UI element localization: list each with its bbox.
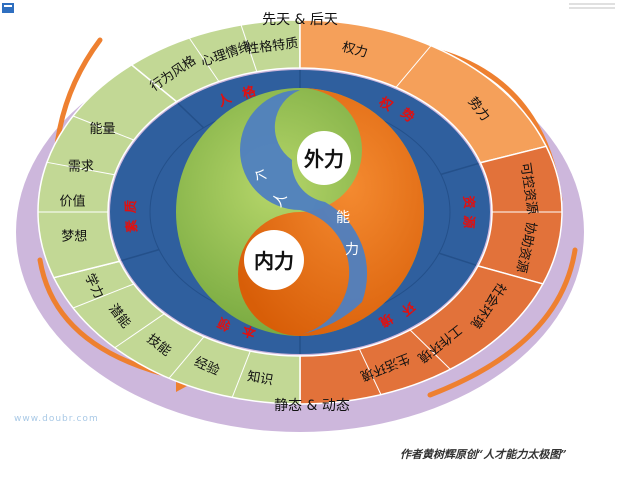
outer-ring-divider — [231, 350, 251, 398]
middle-ring-label-char: 本 — [241, 322, 258, 341]
outer-force-label: 外力 — [304, 147, 344, 171]
middle-ring-label-char: 格 — [241, 83, 259, 102]
outer-ring-divider — [168, 336, 205, 379]
middle-ring-label-char: 质 — [123, 200, 140, 214]
outer-label-power: 权力 — [340, 39, 369, 61]
cycle-arrow-right — [427, 247, 578, 398]
bottom-label: 静态 & 动态 — [274, 398, 350, 414]
segment-quality — [37, 64, 178, 279]
toolbar-bars-icon — [569, 3, 615, 9]
outer-ring-divider — [240, 24, 258, 72]
outer-label-quality: 价值 — [60, 193, 86, 209]
outer-ring-divider — [46, 161, 115, 176]
middle-ring-label-char: 源 — [460, 215, 477, 229]
outer-ring-divider — [358, 348, 382, 395]
outer-force-bubble — [297, 131, 351, 185]
author-caption: 作者黄树辉原创“人才能力太极图” — [400, 448, 567, 461]
inner-force-bubble — [244, 230, 304, 290]
middle-ring-label-char: 领 — [215, 314, 234, 334]
window-icon — [2, 3, 14, 13]
outer-label-personality: 性格特质 — [246, 35, 300, 57]
band-char-4: 力 — [345, 242, 359, 258]
watermark: www.doubr.com — [14, 414, 99, 424]
outer-ring-divider — [72, 283, 134, 309]
outer-ring — [37, 19, 563, 405]
outer-label-quality: 梦想 — [61, 228, 87, 244]
outer-label-skills: 知识 — [246, 368, 274, 388]
outer-ring-divider — [72, 115, 134, 141]
blue-ring-divider — [177, 102, 205, 129]
outer-ring-divider — [409, 329, 451, 370]
middle-ring-label-char: 资 — [460, 195, 477, 209]
taiji-blue-band — [240, 90, 368, 334]
band-char-3: 能 — [336, 210, 350, 226]
blue-ring-dividers — [121, 70, 479, 354]
band-char-2: 人 — [270, 190, 291, 210]
blue-ring-divider — [121, 248, 160, 262]
outer-ring-divider — [188, 37, 220, 82]
outer-ring-divider — [114, 313, 165, 349]
outer-label-quality: 能量 — [90, 122, 116, 137]
inner-force-label: 内力 — [254, 249, 294, 273]
band-char-1: 个 — [252, 166, 273, 186]
top-label: 先天 & 后天 — [262, 12, 338, 28]
blue-ring-divider — [438, 252, 477, 266]
outer-ring-divider — [395, 45, 432, 88]
outer-label-resources: 可控资源 — [517, 162, 539, 216]
taiji-core — [176, 88, 424, 336]
outer-label-quality: 需求 — [68, 160, 94, 175]
middle-ring-label-char: 素 — [123, 219, 140, 234]
blue-ring-divider — [440, 162, 479, 176]
